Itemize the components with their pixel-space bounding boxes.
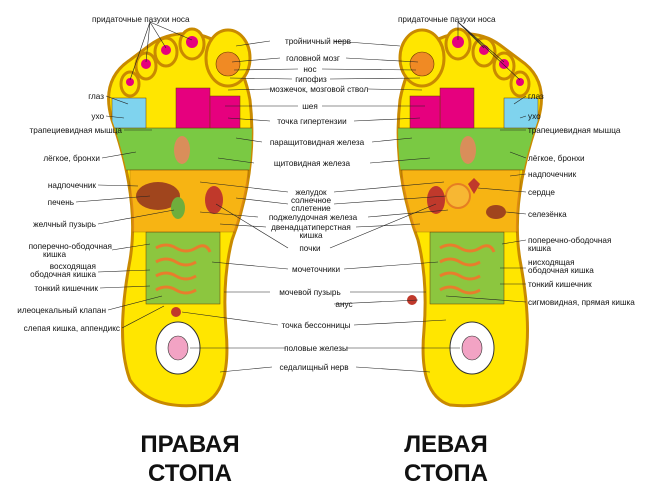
right-kidney-shape — [205, 186, 223, 214]
label-adrenal-right: надпочечник — [48, 181, 97, 190]
right-foot — [107, 27, 254, 408]
label-trapezius-left: трапециевидная мышца — [528, 126, 621, 135]
label-duodenum-1: двенадцатиперстная — [271, 223, 351, 232]
right-eye-zone — [111, 97, 147, 129]
right-lung-shape — [174, 136, 190, 164]
right-heel-gonads — [167, 335, 189, 361]
label-sciatic: седалищный нерв — [279, 363, 348, 372]
left-lung-shape — [460, 136, 476, 164]
label-anus: анус — [335, 300, 352, 309]
left-eye-zone — [503, 97, 539, 129]
label-gonads: половые железы — [284, 344, 348, 353]
label-transverse-right-2: кишка — [43, 250, 66, 259]
label-pituitary: гипофиз — [295, 75, 327, 84]
label-transverse-right-1: поперечно-ободочная — [29, 242, 112, 251]
label-descending-2: ободочная кишка — [528, 266, 594, 275]
right-liver-shape — [136, 182, 180, 210]
label-lungs-right: лёгкое, бронхи — [43, 154, 100, 163]
label-sinuses-left: придаточные пазухи носа — [398, 15, 496, 24]
left-brain-zone — [439, 87, 475, 129]
titles: ПРАВАЯ СТОПА ЛЕВАЯ СТОПА — [140, 431, 488, 487]
left-intestine-coil — [439, 243, 496, 295]
label-neck: шея — [302, 102, 318, 111]
label-ear-left: ухо — [528, 112, 541, 121]
right-neck-zone — [209, 95, 241, 129]
left-toe-5-sinus — [516, 78, 524, 86]
labels: придаточные пазухи носа придаточные пазу… — [17, 15, 635, 372]
right-gallbladder-shape — [171, 197, 185, 219]
title-left-line1: ЛЕВАЯ — [404, 431, 488, 458]
label-ear-right: ухо — [91, 112, 104, 121]
label-lungs-left: лёгкое, бронхи — [528, 154, 585, 163]
label-ureters: мочеточники — [292, 265, 340, 274]
left-heel-gonads — [461, 335, 483, 361]
title-right-line1: ПРАВАЯ — [140, 431, 239, 458]
right-toe-5-sinus — [126, 78, 134, 86]
label-stomach: желудок — [295, 188, 327, 197]
label-small-intestine-right: тонкий кишечник — [34, 284, 98, 293]
left-toe-2-sinus — [452, 36, 464, 48]
right-toe-3-sinus — [161, 45, 171, 55]
label-bladder: мочевой пузырь — [279, 288, 340, 297]
label-ascending-1: восходящая — [50, 262, 96, 271]
right-insomnia-point — [171, 307, 181, 317]
label-duodenum-2: кишка — [299, 231, 322, 240]
label-small-intestine-left: тонкий кишечник — [528, 280, 592, 289]
label-solar-plexus-1: солнечное — [291, 196, 331, 205]
label-nose: нос — [303, 65, 316, 74]
label-spleen: селезёнка — [528, 210, 567, 219]
label-ileocecal: илеоцекальный клапан — [17, 306, 106, 315]
label-cerebellum: мозжечок, мозговой ствол — [270, 85, 369, 94]
label-gallbladder: желчный пузырь — [33, 220, 96, 229]
label-transverse-left-1: поперечно-ободочная — [528, 236, 611, 245]
right-intestine-coil — [155, 243, 212, 295]
label-brain: головной мозг — [286, 54, 340, 63]
left-kidney-shape — [427, 186, 445, 214]
label-cecum: слепая кишка, аппендикс — [24, 324, 120, 333]
label-liver: печень — [48, 198, 74, 207]
right-toe-2-sinus — [186, 36, 198, 48]
left-solar-burst — [445, 183, 471, 209]
label-heart: сердце — [528, 188, 555, 197]
label-insomnia: точка бессонницы — [281, 321, 350, 330]
label-adrenal-left: надпочечник — [528, 170, 577, 179]
label-transverse-left-2: кишка — [528, 244, 551, 253]
left-toe-4-sinus — [499, 59, 509, 69]
label-solar-plexus-2: сплетение — [291, 204, 331, 213]
label-trapezius-right: трапециевидная мышца — [30, 126, 123, 135]
label-descending-1: нисходящая — [528, 258, 575, 267]
leader-lines — [75, 21, 527, 373]
left-spleen-shape — [486, 205, 506, 219]
label-pancreas: поджелудочная железа — [269, 213, 358, 222]
title-left-line2: СТОПА — [404, 460, 488, 487]
label-trigeminal: тройничный нерв — [285, 37, 351, 46]
label-sigmoid: сигмовидная, прямая кишка — [528, 298, 635, 307]
label-sinuses-right: придаточные пазухи носа — [92, 15, 190, 24]
label-parathyroid: паращитовидная железа — [270, 138, 365, 147]
left-toe-3-sinus — [479, 45, 489, 55]
label-ascending-2: ободочная кишка — [30, 270, 96, 279]
left-heart-shape — [468, 178, 480, 194]
right-toe-1-brain — [215, 51, 241, 77]
label-eye-left: глаз — [528, 92, 544, 101]
right-brain-zone — [175, 87, 211, 129]
right-toe-4-sinus — [141, 59, 151, 69]
left-foot — [396, 27, 543, 408]
label-hypertension: точка гипертензии — [277, 117, 346, 126]
label-thyroid: щитовидная железа — [274, 159, 351, 168]
label-eye-right: глаз — [88, 92, 104, 101]
left-neck-zone — [409, 95, 441, 129]
label-kidneys: почки — [299, 244, 320, 253]
title-right-line2: СТОПА — [148, 460, 232, 487]
left-toe-1-brain — [409, 51, 435, 77]
